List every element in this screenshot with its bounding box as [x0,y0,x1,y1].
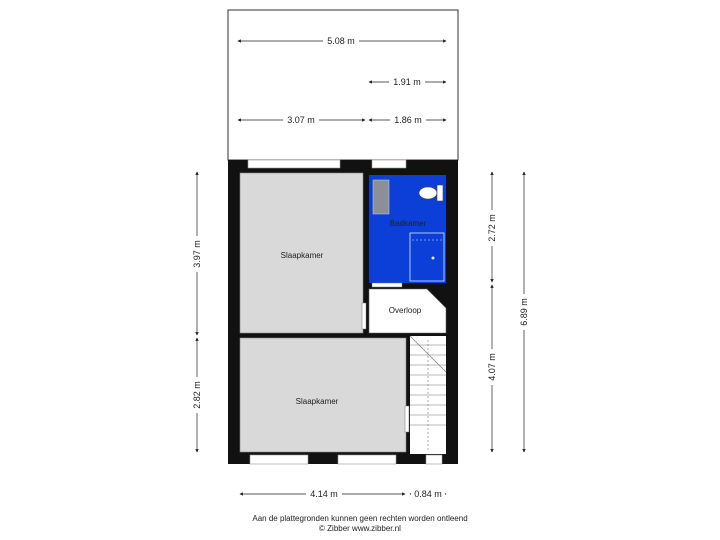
dim-label-top-right-a: 1.91 m [389,76,425,88]
shower-drain [431,256,435,260]
dim-label-top-right-b: 1.86 m [390,114,426,126]
dim-label-top-left: 3.07 m [283,114,319,126]
window-bottom-right [425,454,443,465]
window-bottom-mid [337,454,397,465]
bedroom-bottom-area [239,337,407,453]
dim-label-right-lower: 4.07 m [486,349,498,385]
dim-label-right-upper: 2.72 m [486,210,498,246]
svg-text:1.86 m: 1.86 m [394,115,422,125]
landing-label: Overloop [389,306,422,315]
dim-label-right-total: 6.89 m [518,294,530,330]
window-top-left [247,159,341,169]
svg-text:6.89 m: 6.89 m [519,298,529,326]
bedroom-top-area [239,172,364,334]
svg-text:1.91 m: 1.91 m [393,77,421,87]
dim-label-left-lower: 2.82 m [191,377,203,413]
toilet-tank [436,184,444,202]
toilet-bowl [418,186,438,200]
bathroom-label: Badkamer [390,219,427,228]
svg-text:3.97 m: 3.97 m [192,240,202,268]
dim-label-bottom-right: 0.84 m [411,488,445,500]
dim-label-top-total: 5.08 m [323,35,359,47]
staircase [409,335,447,450]
door-bedroom-bottom [404,405,410,433]
landing-area [368,288,447,334]
svg-text:2.72 m: 2.72 m [487,214,497,242]
svg-text:3.07 m: 3.07 m [287,115,315,125]
window-top-right [371,159,407,169]
shower-tray [409,232,445,282]
dim-label-left-upper: 3.97 m [191,236,203,272]
bedroom-bottom-label: Slaapkamer [296,397,339,406]
door-bathroom [371,282,403,288]
dim-label-bottom-left: 4.14 m [306,488,342,500]
svg-text:4.14 m: 4.14 m [310,489,338,499]
bathroom-sink [372,179,390,215]
svg-text:2.82 m: 2.82 m [192,381,202,409]
footer-copyright: © Zibber www.zibber.nl [319,524,401,533]
footer-disclaimer: Aan de plattegronden kunnen geen rechten… [252,514,468,523]
svg-text:5.08 m: 5.08 m [327,36,355,46]
door-bedroom-top [361,302,367,330]
window-bottom-left [249,454,309,465]
svg-text:0.84 m: 0.84 m [414,489,442,499]
bedroom-top-label: Slaapkamer [281,251,324,260]
svg-text:4.07 m: 4.07 m [487,353,497,381]
